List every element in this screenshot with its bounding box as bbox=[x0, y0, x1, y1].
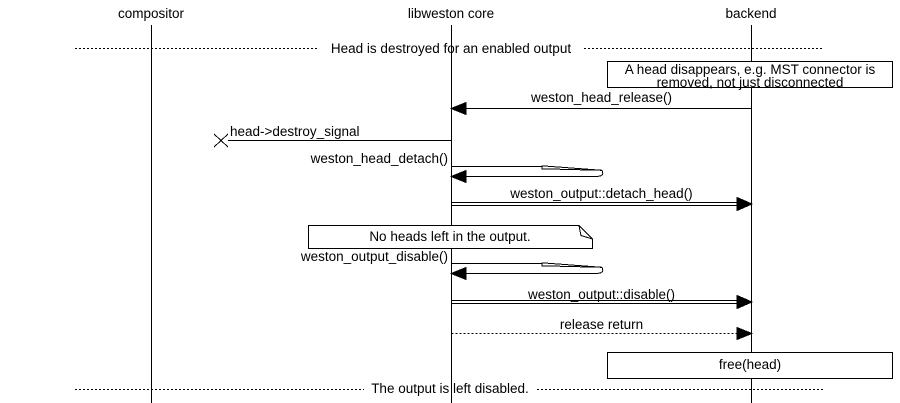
note-head-disappears-label: A head disappears, e.g. MST connector is… bbox=[624, 62, 876, 90]
arrow-destroy-signal bbox=[213, 133, 452, 148]
lost-message-x-icon bbox=[213, 133, 229, 148]
arrow-head-release bbox=[449, 101, 752, 116]
note-head-disappears-box bbox=[607, 61, 893, 88]
arrow-release-return bbox=[451, 326, 754, 341]
participant-backend: backend bbox=[725, 6, 777, 21]
divider-bottom-label: The output is left disabled. bbox=[371, 381, 529, 396]
arrow-disable bbox=[451, 294, 754, 310]
arrow-detach-head bbox=[451, 196, 754, 212]
divider-top-label: Head is destroyed for an enabled output bbox=[330, 41, 572, 56]
note-no-heads-box bbox=[308, 225, 593, 249]
message-detach-head-label: weston_output::detach_head() bbox=[510, 186, 693, 201]
message-output-disable-label: weston_output_disable() bbox=[300, 249, 448, 264]
participant-libweston-core: libweston core bbox=[407, 6, 495, 21]
arrow-output-disable-self bbox=[449, 262, 604, 281]
message-release-return-label: release return bbox=[559, 317, 644, 332]
arrow-head-detach-self bbox=[449, 165, 604, 184]
message-destroy-signal-label: head->destroy_signal bbox=[230, 124, 360, 139]
message-head-release-label: weston_head_release() bbox=[530, 90, 673, 105]
box-free-head-label: free(head) bbox=[718, 357, 782, 372]
note-no-heads-label: No heads left in the output. bbox=[369, 229, 531, 244]
message-head-detach-label: weston_head_detach() bbox=[310, 151, 448, 166]
box-free-head bbox=[607, 352, 893, 379]
participant-compositor: compositor bbox=[117, 6, 185, 21]
message-disable-label: weston_output::disable() bbox=[527, 287, 676, 302]
